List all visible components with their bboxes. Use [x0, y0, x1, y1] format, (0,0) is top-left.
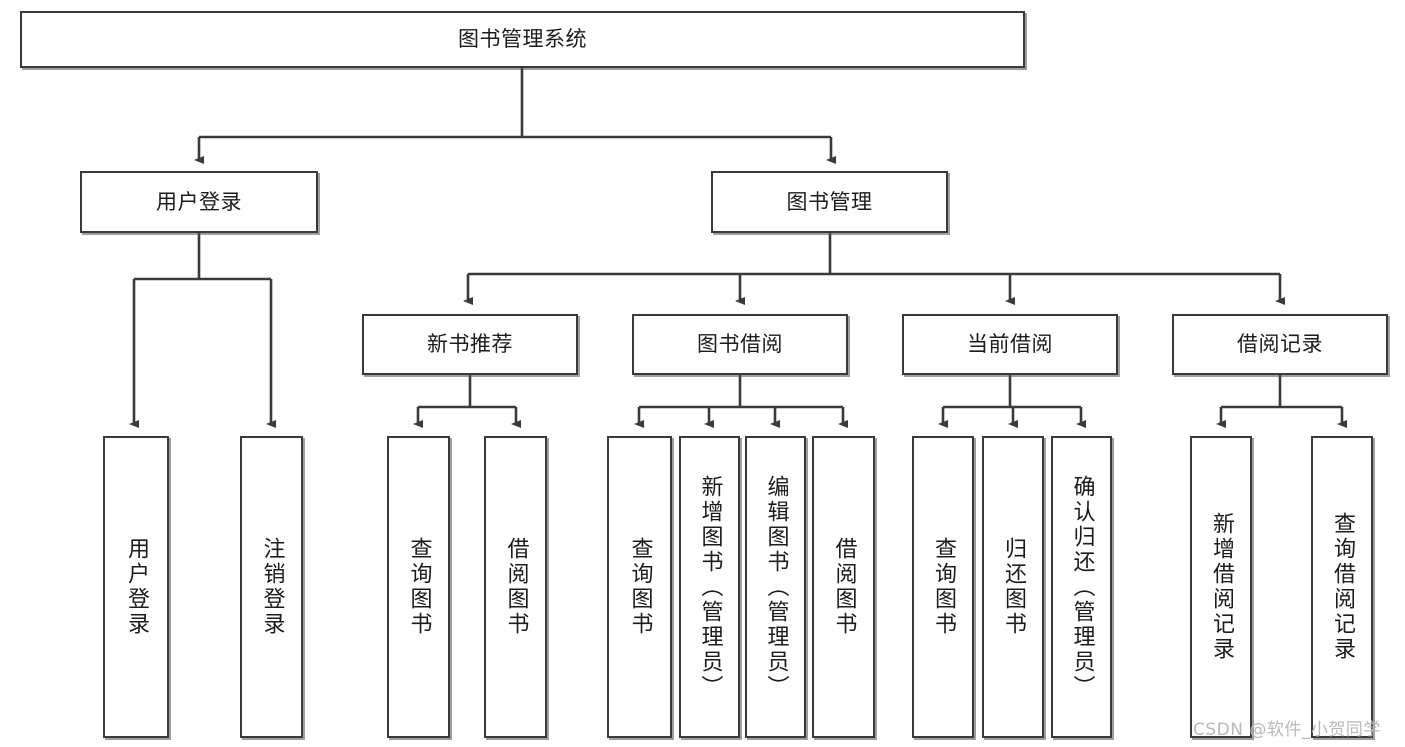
leaf-add-record-label: 新增借阅记录: [1209, 512, 1234, 662]
leaf-add-record[interactable]: 新增借阅记录: [1190, 436, 1252, 738]
node-book-borrow-label: 图书借阅: [697, 332, 783, 357]
leaf-edit-book[interactable]: 编辑图书（管理员）: [745, 436, 806, 738]
node-root[interactable]: 图书管理系统: [20, 11, 1025, 68]
leaf-return-book-label: 归还图书: [1001, 537, 1026, 637]
node-book-borrow[interactable]: 图书借阅: [632, 314, 848, 375]
leaf-user-logout-label: 注销登录: [259, 537, 285, 637]
leaf-query-book-3[interactable]: 查询图书: [912, 436, 974, 738]
leaf-edit-book-label: 编辑图书（管理员）: [763, 474, 789, 700]
leaf-query-record-label: 查询借阅记录: [1330, 512, 1355, 662]
leaf-user-login-label: 用户登录: [124, 537, 149, 637]
node-book-manage-label: 图书管理: [786, 189, 873, 214]
node-new-book-rec-label: 新书推荐: [427, 332, 513, 357]
leaf-query-book-3-label: 查询图书: [931, 537, 956, 637]
leaf-user-logout[interactable]: 注销登录: [240, 436, 303, 738]
leaf-add-book-label: 新增图书（管理员）: [697, 474, 723, 700]
leaf-user-login[interactable]: 用户登录: [103, 436, 169, 738]
node-root-label: 图书管理系统: [458, 27, 587, 52]
node-borrow-record[interactable]: 借阅记录: [1172, 314, 1388, 375]
node-new-book-rec[interactable]: 新书推荐: [362, 314, 578, 375]
node-borrow-record-label: 借阅记录: [1237, 332, 1323, 357]
leaf-borrow-book-2[interactable]: 借阅图书: [812, 436, 875, 738]
leaf-confirm-return[interactable]: 确认归还（管理员）: [1051, 436, 1112, 738]
leaf-query-book-1-label: 查询图书: [406, 537, 432, 637]
leaf-borrow-book-1-label: 借阅图书: [503, 537, 529, 637]
leaf-query-book-1[interactable]: 查询图书: [387, 436, 450, 738]
leaf-borrow-book-2-label: 借阅图书: [831, 537, 857, 637]
node-book-manage[interactable]: 图书管理: [711, 171, 948, 233]
node-user-login-label: 用户登录: [156, 189, 242, 214]
leaf-confirm-return-label: 确认归还（管理员）: [1069, 474, 1095, 700]
leaf-query-book-2-label: 查询图书: [627, 537, 653, 637]
node-current-borrow[interactable]: 当前借阅: [902, 314, 1118, 375]
node-current-borrow-label: 当前借阅: [967, 332, 1053, 357]
csdn-watermark: CSDN @软件_小贺同学: [1193, 720, 1381, 740]
leaf-borrow-book-1[interactable]: 借阅图书: [484, 436, 547, 738]
leaf-query-book-2[interactable]: 查询图书: [607, 436, 672, 738]
node-user-login[interactable]: 用户登录: [80, 171, 318, 233]
leaf-add-book[interactable]: 新增图书（管理员）: [679, 436, 740, 738]
leaf-query-record[interactable]: 查询借阅记录: [1311, 436, 1373, 738]
leaf-return-book[interactable]: 归还图书: [982, 436, 1044, 738]
